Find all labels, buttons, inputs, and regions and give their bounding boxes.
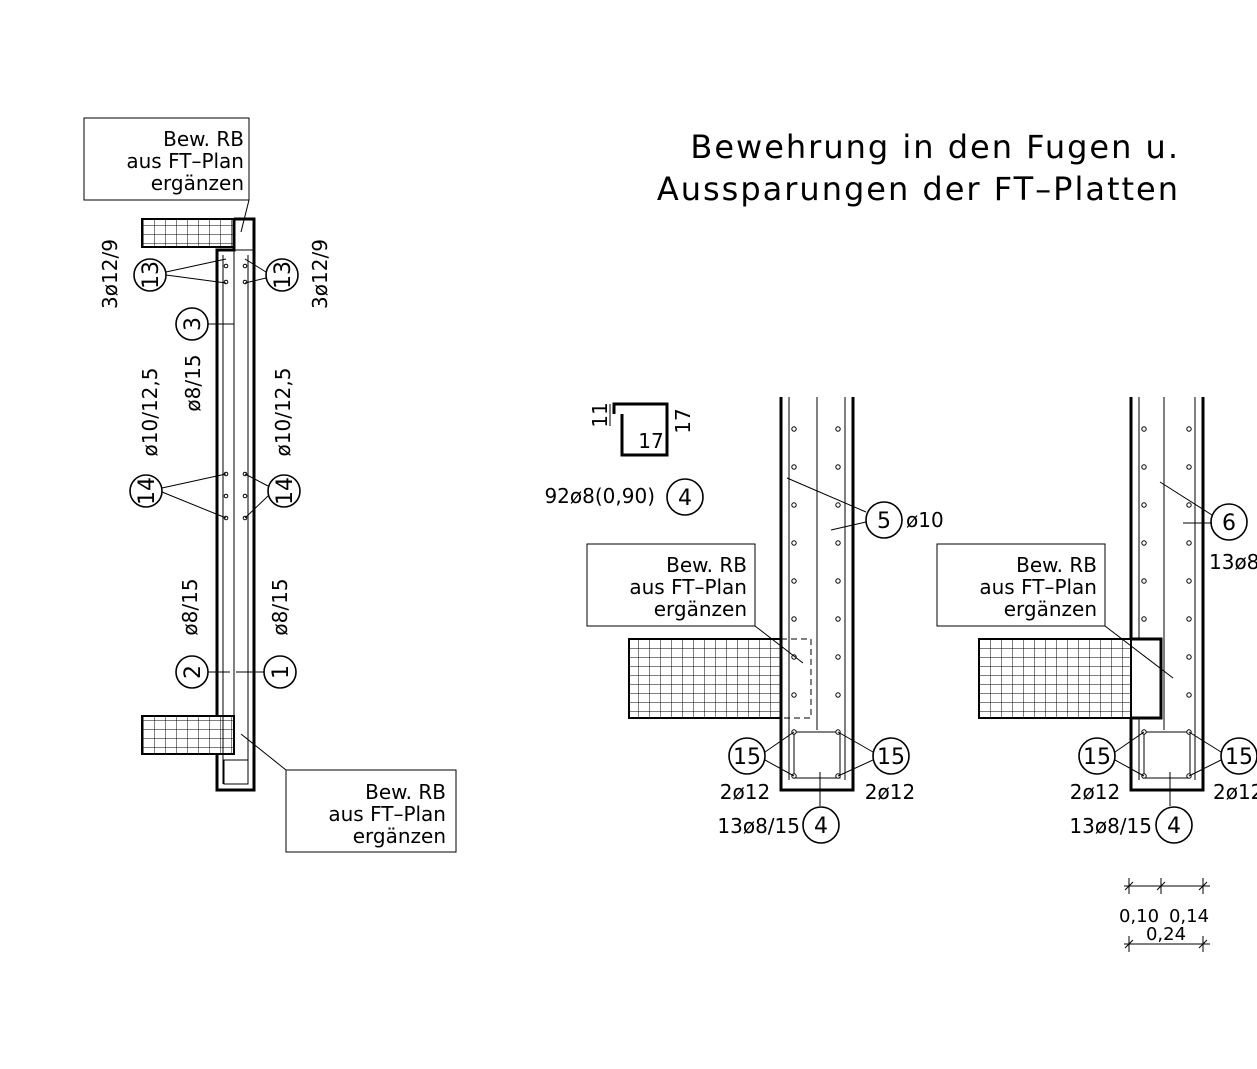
pos-13-left: 13 3ø12/9 (98, 239, 227, 309)
slab-hatch-top (141, 218, 235, 248)
note-right-line-1: Bew. RB (1016, 553, 1097, 577)
stirrup-pos-label: 4 (678, 486, 692, 511)
bar-dots-middle (791, 426, 841, 779)
note-mid-line-1: Bew. RB (666, 553, 747, 577)
middle-joint-detail: Bew. RB aus FT–Plan ergänzen 5 ø10 15 2ø… (586, 397, 944, 844)
pos-2: 2 ø8/15 (175, 578, 230, 689)
pos-15-mid-right-label: 15 (877, 745, 905, 770)
pos-5: 5 ø10 (786, 477, 944, 539)
pos-15-right-left-label: 15 (1083, 745, 1111, 770)
note-top-line-1: Bew. RB (163, 127, 244, 151)
pos-13-right-spec: 3ø12/9 (308, 239, 332, 309)
note-right-line-2: aus FT–Plan (979, 575, 1097, 599)
title-line-1: Bewehrung in den Fugen u. (690, 128, 1180, 166)
note-box-top: Bew. RB aus FT–Plan ergänzen (83, 117, 250, 233)
pos-13-left-spec: 3ø12/9 (98, 239, 122, 309)
pos-4-right-spec: 13ø8/15 (1069, 814, 1152, 838)
note-box-bottom: Bew. RB aus FT–Plan ergänzen (240, 733, 457, 853)
pos-15-mid-left-label: 15 (733, 745, 761, 770)
left-joint-detail: Bew. RB aus FT–Plan ergänzen 13 (83, 117, 457, 853)
wall-outline (215, 217, 256, 792)
note-bottom-line-1: Bew. RB (365, 780, 446, 804)
bar-dots-right (1141, 426, 1192, 779)
pos-6-label: 6 (1222, 511, 1236, 536)
pos-1-label: 1 (269, 665, 294, 679)
pos-4-right-label: 4 (1167, 814, 1181, 839)
pos-13-left-label: 13 (139, 261, 164, 289)
pos-14-right-label: 14 (273, 477, 298, 505)
pos-4-mid-label: 4 (814, 814, 828, 839)
pos-5-label: 5 (877, 509, 891, 534)
pos-15-mid-left: 15 2ø12 (720, 731, 795, 804)
pos-15-right-left-spec: 2ø12 (1070, 780, 1120, 804)
stirrup-spec: 92ø8(0,90) (544, 484, 655, 508)
pos-1-spec: ø8/15 (268, 578, 292, 635)
stirrup-dim-right: 17 (671, 408, 695, 433)
dim-seg-1: 0,10 (1119, 906, 1159, 927)
note-top-line-2: aus FT–Plan (126, 149, 244, 173)
pos-2-spec: ø8/15 (178, 578, 202, 635)
pos-5-spec: ø10 (906, 508, 944, 532)
pos-3: 3 ø8/15 (175, 307, 234, 412)
pos-6: 6 13ø8 (1159, 481, 1257, 574)
pos-4-right: 4 13ø8/15 (1069, 772, 1193, 844)
dimension-chain: 0,10 0,14 0,24 (1119, 878, 1210, 952)
drawing-title: Bewehrung in den Fugen u. Aussparungen d… (657, 128, 1180, 208)
stirrup-dim-left: 11 (588, 402, 612, 427)
note-bottom-line-3: ergänzen (353, 824, 446, 848)
pos-14-left-spec: ø10/12,5 (138, 368, 162, 457)
note-bottom-line-2: aus FT–Plan (328, 802, 446, 826)
pos-15-mid-right: 15 2ø12 (837, 731, 915, 804)
note-right-line-3: ergänzen (1004, 597, 1097, 621)
pos-3-label: 3 (181, 317, 206, 331)
pos-14-right-spec: ø10/12,5 (271, 368, 295, 457)
pos-15-right-right-spec: 2ø12 (1213, 780, 1257, 804)
pos-13-right: 13 3ø12/9 (244, 239, 332, 309)
pos-15-right-right: 15 2ø12 (1188, 731, 1257, 804)
bar-dots-left (223, 263, 248, 521)
pos-15-mid-left-spec: 2ø12 (720, 780, 770, 804)
pos-1: 1 ø8/15 (236, 578, 297, 689)
dim-seg-2: 0,14 (1169, 906, 1209, 927)
stirrup-dim-inner: 17 (638, 429, 663, 453)
slab-hatch-right (978, 638, 1132, 719)
slab-hatch-middle (628, 638, 782, 719)
note-box-right: Bew. RB aus FT–Plan ergänzen (936, 543, 1174, 679)
note-mid-line-2: aus FT–Plan (629, 575, 747, 599)
pos-2-label: 2 (181, 665, 206, 679)
pos-14-right: 14 ø10/12,5 (244, 368, 301, 519)
note-mid-line-3: ergänzen (654, 597, 747, 621)
title-line-2: Aussparungen der FT–Platten (657, 170, 1180, 208)
pos-15-right-left: 15 2ø12 (1070, 731, 1145, 804)
slab-hatch-bottom (141, 715, 235, 755)
right-joint-detail: Bew. RB aus FT–Plan ergänzen 6 13ø8 15 2… (936, 397, 1257, 844)
pos-13-right-label: 13 (271, 261, 296, 289)
pos-4-mid: 4 13ø8/15 (717, 772, 840, 844)
pos-6-spec: 13ø8 (1209, 550, 1257, 574)
note-top-line-3: ergänzen (151, 171, 244, 195)
stirrup-shape-legend: 11 17 17 92ø8(0,90) 4 (544, 402, 704, 516)
pos-15-mid-right-spec: 2ø12 (865, 780, 915, 804)
pos-3-spec: ø8/15 (181, 354, 205, 411)
pos-14-left: 14 ø10/12,5 (129, 368, 227, 519)
pos-14-left-label: 14 (135, 477, 160, 505)
note-box-middle: Bew. RB aus FT–Plan ergänzen (586, 543, 804, 664)
dim-total: 0,24 (1146, 924, 1186, 945)
pos-15-right-right-label: 15 (1225, 745, 1253, 770)
pos-4-mid-spec: 13ø8/15 (717, 814, 800, 838)
